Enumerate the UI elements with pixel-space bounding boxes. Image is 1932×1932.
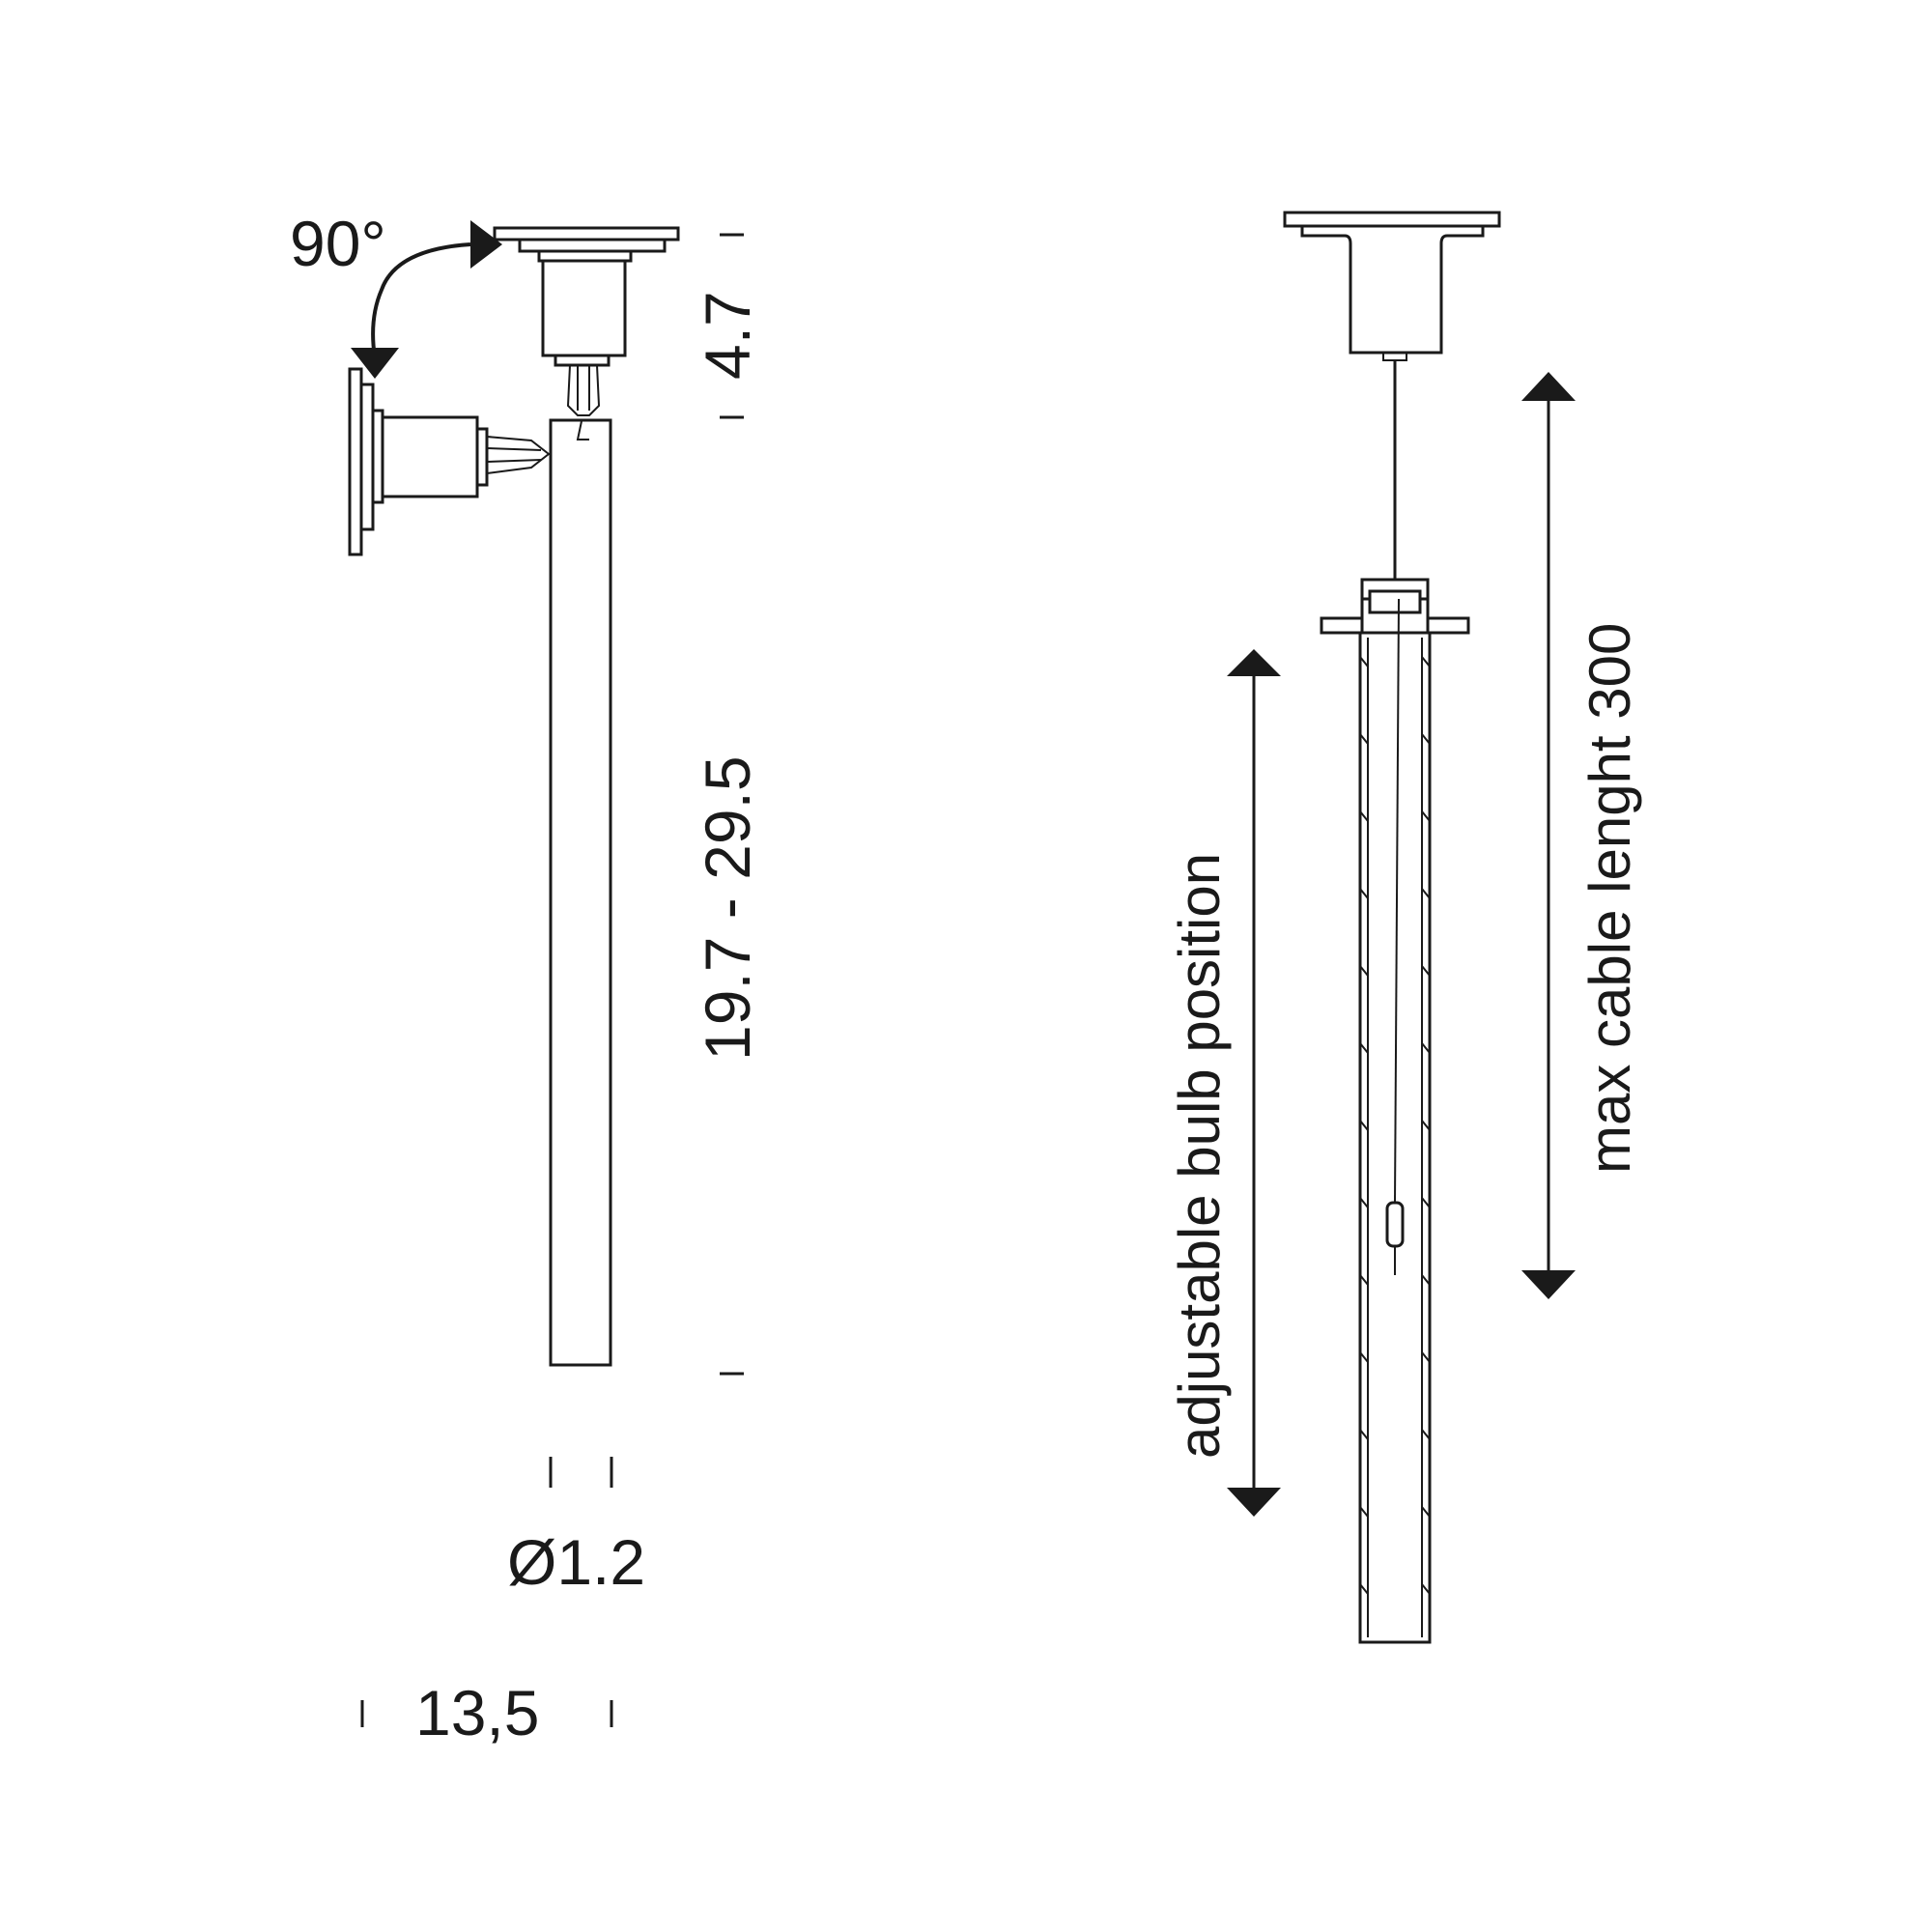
height-top-label: 4.7	[692, 291, 763, 380]
left-view: 90° 4.7 19.7 - 29.5 Ø1.2	[290, 208, 763, 1748]
width-label: 13,5	[415, 1677, 539, 1748]
rotation-label: 90°	[290, 208, 386, 279]
height-dimension-ticks	[720, 233, 744, 1376]
right-view: adjustable bulb position max cable lengh…	[1167, 211, 1642, 1644]
arrow-down-icon	[1227, 1488, 1281, 1517]
ceiling-mount	[493, 226, 680, 416]
cable-length-arrow	[1521, 372, 1576, 1299]
width-dimension-ticks	[360, 1700, 613, 1727]
pendant-canopy	[1283, 211, 1501, 361]
arrow-head-icon	[470, 220, 502, 269]
rotation-arrow	[351, 220, 502, 379]
diameter-label: Ø1.2	[507, 1526, 645, 1598]
adjustable-range-arrow	[1227, 649, 1281, 1517]
diameter-dimension-ticks	[549, 1457, 613, 1488]
height-range-label: 19.7 - 29.5	[692, 755, 763, 1061]
pendant-tube	[1320, 578, 1470, 1644]
arrow-down-icon	[1521, 1270, 1576, 1299]
arrow-head-icon	[351, 348, 399, 379]
arrow-up-icon	[1521, 372, 1576, 401]
cable-length-label: max cable lenght 300	[1577, 623, 1642, 1174]
lamp-tube	[549, 418, 612, 1367]
adjustable-label: adjustable bulb position	[1167, 853, 1232, 1459]
arrow-up-icon	[1227, 649, 1281, 676]
